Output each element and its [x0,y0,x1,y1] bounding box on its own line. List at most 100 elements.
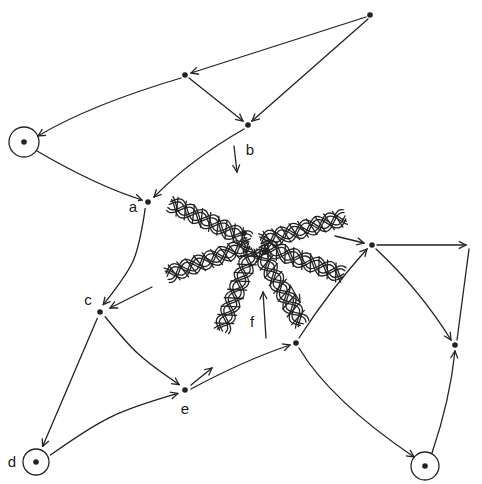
vertex-shape [22,448,50,476]
braid-hatch [176,197,178,216]
braid-hatch [267,238,269,257]
braid-hatch [274,279,287,293]
braid-hatch [289,224,300,240]
braid-hatch [225,220,227,239]
arrow-line [191,345,290,389]
arrow-line [290,285,300,302]
arrow-label: b [245,142,255,158]
graph-edge [103,208,145,304]
vertex-label: e [180,401,190,417]
vertex-shape [143,197,153,207]
vertex-dot [367,12,373,18]
braid-hatch [224,297,243,299]
braid-hatch [168,265,180,280]
arrow-label: f [249,314,255,330]
vertex-dot [245,122,251,128]
loop-vertex [411,452,439,480]
braid-hatch [234,272,253,274]
braid-hatch [315,216,326,232]
vertex-dot [33,459,39,465]
braided-star [164,196,347,333]
graph-edge [105,317,179,385]
braid-strand [173,196,248,244]
braid-hatch [177,262,189,277]
arrow-line [37,151,142,200]
vertex-label: c [83,292,93,308]
braid-strand [221,248,255,332]
arrow-line [234,146,237,172]
arrow-line [432,351,455,453]
braid-hatch [292,310,305,324]
braid-hatch [211,250,223,265]
vertex-dot [182,72,188,78]
loop-outline [23,449,49,475]
braid-hatch [287,303,300,317]
braid-hatch [335,263,337,282]
graph-edge [50,393,177,455]
braid-hatch [332,211,343,227]
vertex-dot [97,309,103,315]
plain-line [457,249,469,340]
vertex-dot [21,139,27,145]
braid-hatch [221,305,240,307]
braid-hatch [298,221,309,237]
braid-hatch [306,219,317,235]
braid-hatch [231,280,250,282]
arrow-line [376,249,451,340]
vertex-dot [262,249,268,255]
vertex-dot [182,387,188,393]
arrow-line [38,78,181,136]
braid-hatch [219,247,231,262]
vertex-dot [241,230,247,236]
vertex-dot [293,340,299,346]
arrow-line [377,244,466,245]
braid-hatch [301,251,303,270]
vertex-dot [369,242,375,248]
vertex-shape [180,385,190,395]
arrow-line [299,249,367,338]
braid-hatch [202,253,214,268]
vertex-dot [145,199,151,205]
braid-hatch [237,263,256,265]
braid-strand [259,213,347,242]
braid-hatch [280,226,291,242]
braid-strand [261,213,344,244]
braid-hatch [326,260,328,279]
arrow-line [191,368,212,385]
braid-hatch [192,205,194,224]
braid-hatch [185,259,197,274]
braid-strand [164,242,251,275]
braid-hatch [265,264,278,278]
vertex-dot [422,463,428,469]
braid-hatch [184,201,186,220]
braid-hatch [310,254,312,273]
braid-hatch [228,289,247,291]
braid-hatch [283,295,296,309]
braid-hatch [284,244,286,263]
braid-strand [260,243,345,276]
arrow-line [191,17,366,73]
loop-vertex: d [22,448,50,476]
braid-hatch [278,287,291,301]
braid-hatch [233,224,235,243]
braid-hatch [227,243,239,258]
braid-hatch [256,248,269,262]
braid-hatch [269,271,282,285]
vertex-dot: e [180,385,190,395]
braid-strand [168,204,251,241]
braid-strand [172,199,247,247]
braid-hatch [200,209,202,228]
vertex-dot: a [143,197,153,207]
braid-hatch [215,322,234,324]
arrow-line [189,78,243,121]
braid-hatch [209,212,211,231]
vertex-dot [452,342,458,348]
braid-hatch [276,241,278,260]
vertex-label: a [128,199,138,215]
arrow-line [335,236,364,243]
